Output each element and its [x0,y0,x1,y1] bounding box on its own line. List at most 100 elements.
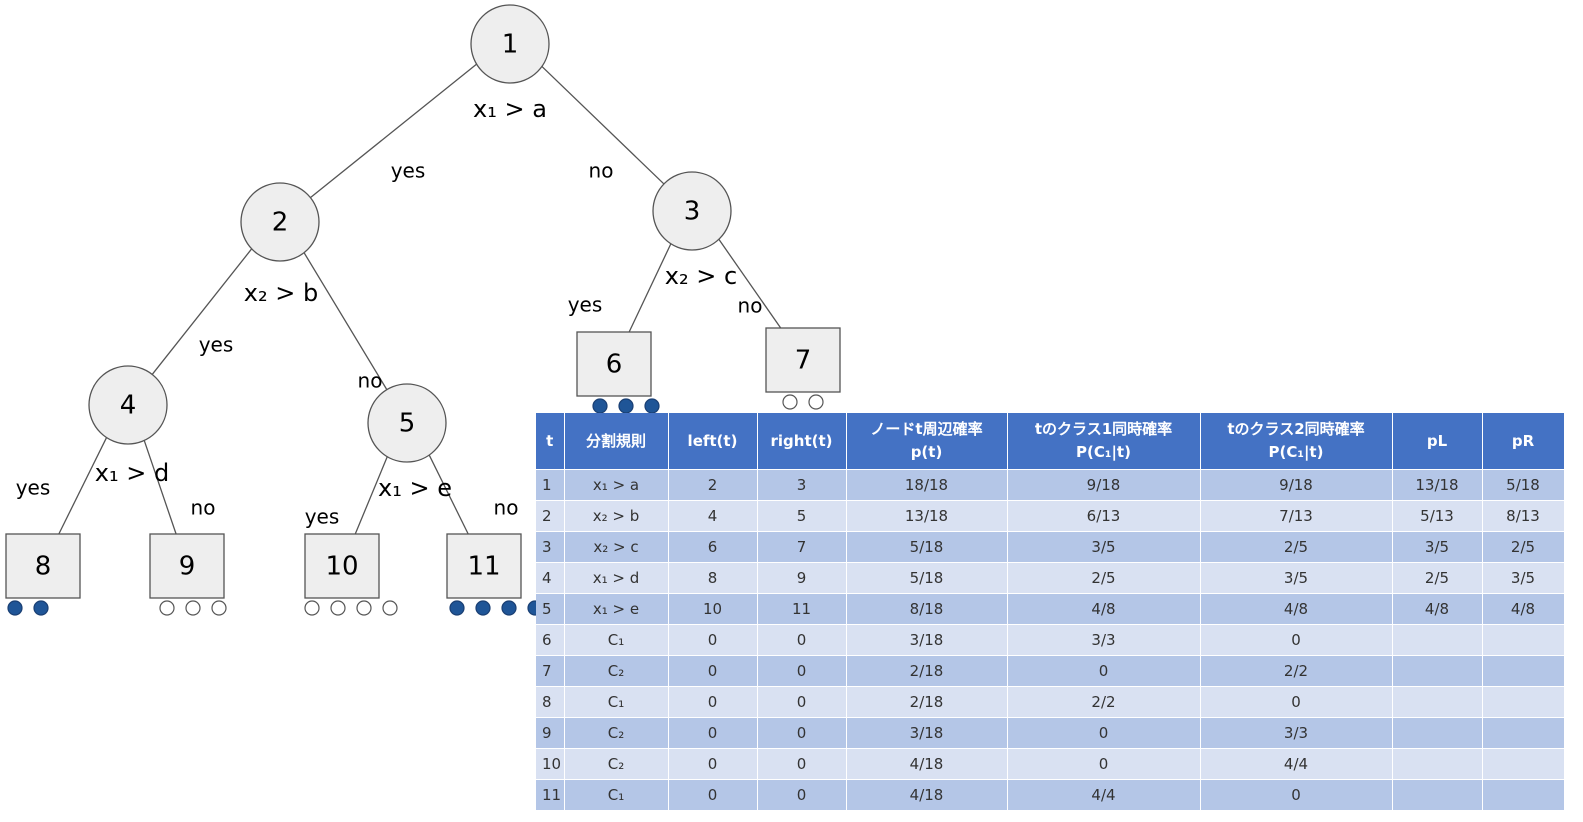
leaf-box [149,533,225,599]
sample-dot-hollow [304,600,320,616]
edge-label-5-10: yes [305,505,340,529]
node-label: 11 [467,552,500,582]
tree-node-11: 11 [446,533,543,616]
tree-node-7: 7 [765,327,841,410]
cell-p-left [1392,686,1483,718]
cell-p-left [1392,624,1483,656]
cell-p-right: 2/5 [1482,531,1565,563]
edge-1-2 [310,63,478,199]
cell-class1-joint-prob: 3/3 [1007,624,1201,656]
tree-node-2: 2 [240,182,320,262]
cell-left: 2 [668,469,758,501]
cell-left: 4 [668,500,758,532]
col-header-p-right: pR [1482,413,1565,470]
cell-split-rule: x₁ > d [564,562,669,594]
cell-left: 6 [668,531,758,563]
cell-right: 11 [757,593,847,625]
sample-dot-hollow [782,394,798,410]
cell-split-rule: C₂ [564,748,669,780]
header-line: ノードt周辺確率 [870,420,983,438]
sample-dot-hollow [808,394,824,410]
node-circle [88,365,168,445]
cell-t: 5 [536,593,565,625]
cell-split-rule: C₂ [564,717,669,749]
cell-split-rule: C₁ [564,779,669,810]
cell-p-left [1392,717,1483,749]
cell-t: 1 [536,469,565,501]
node-circle [652,171,732,251]
sample-dot-filled [475,600,491,616]
sample-dot-filled [501,600,517,616]
sample-dot-filled [618,398,634,414]
cell-split-rule: x₁ > e [564,593,669,625]
cell-right: 0 [757,779,847,810]
cell-t: 11 [536,779,565,810]
col-header-t: t [536,413,565,470]
edge-2-4 [151,248,253,375]
cell-p-left [1392,655,1483,687]
leaf-box [765,327,841,393]
cell-split-rule: x₁ > a [564,469,669,501]
cell-class2-joint-prob: 2/2 [1200,655,1393,687]
cell-class2-joint-prob: 9/18 [1200,469,1393,501]
cell-marginal-prob: 4/18 [846,779,1008,810]
cell-class1-joint-prob: 0 [1007,655,1201,687]
sample-dot-filled [592,398,608,414]
cell-left: 0 [668,717,758,749]
cell-right: 5 [757,500,847,532]
cell-right: 0 [757,748,847,780]
cell-p-left: 5/13 [1392,500,1483,532]
cell-t: 7 [536,655,565,687]
cell-class2-joint-prob: 4/4 [1200,748,1393,780]
cell-class1-joint-prob: 2/2 [1007,686,1201,718]
cell-p-left: 3/5 [1392,531,1483,563]
cell-right: 0 [757,686,847,718]
cell-split-rule: C₁ [564,686,669,718]
cell-right: 7 [757,531,847,563]
header-line: t [546,431,554,450]
node-circle [470,4,550,84]
cell-t: 9 [536,717,565,749]
cell-p-right: 4/8 [1482,593,1565,625]
cell-marginal-prob: 2/18 [846,686,1008,718]
sample-dot-filled [644,398,660,414]
cell-p-left: 13/18 [1392,469,1483,501]
header-line: pL [1426,431,1448,450]
node-label: 8 [35,552,52,582]
sample-dot-hollow [382,600,398,616]
sample-dot-hollow [356,600,372,616]
tree-node-8: 8 [5,533,81,616]
edge-2-5 [303,252,388,390]
cell-p-left [1392,748,1483,780]
split-condition-3: x₂ > c [665,262,737,290]
cell-class1-joint-prob: 0 [1007,717,1201,749]
tree-node-9: 9 [149,533,227,616]
node-label: 10 [325,552,358,582]
edge-4-9 [143,440,177,535]
node-label: 1 [502,30,519,60]
cell-right: 3 [757,469,847,501]
edge-label-1-3: no [589,159,614,183]
edge-5-11 [428,454,469,535]
cell-t: 10 [536,748,565,780]
header-line: P(C₁|t) [1268,443,1324,461]
sample-dot-hollow [185,600,201,616]
header-line: 分割規則 [585,431,646,450]
cell-left: 0 [668,624,758,656]
cell-p-left: 2/5 [1392,562,1483,594]
cell-class2-joint-prob: 2/5 [1200,531,1393,563]
edge-label-4-9: no [191,496,216,520]
cell-class2-joint-prob: 0 [1200,779,1393,810]
leaf-box [446,533,522,599]
leaf-box [304,533,380,599]
tree-node-1: 1 [470,4,550,84]
cell-t: 3 [536,531,565,563]
cell-right: 0 [757,655,847,687]
cell-p-right [1482,686,1565,718]
cell-split-rule: C₂ [564,655,669,687]
cell-p-right [1482,624,1565,656]
